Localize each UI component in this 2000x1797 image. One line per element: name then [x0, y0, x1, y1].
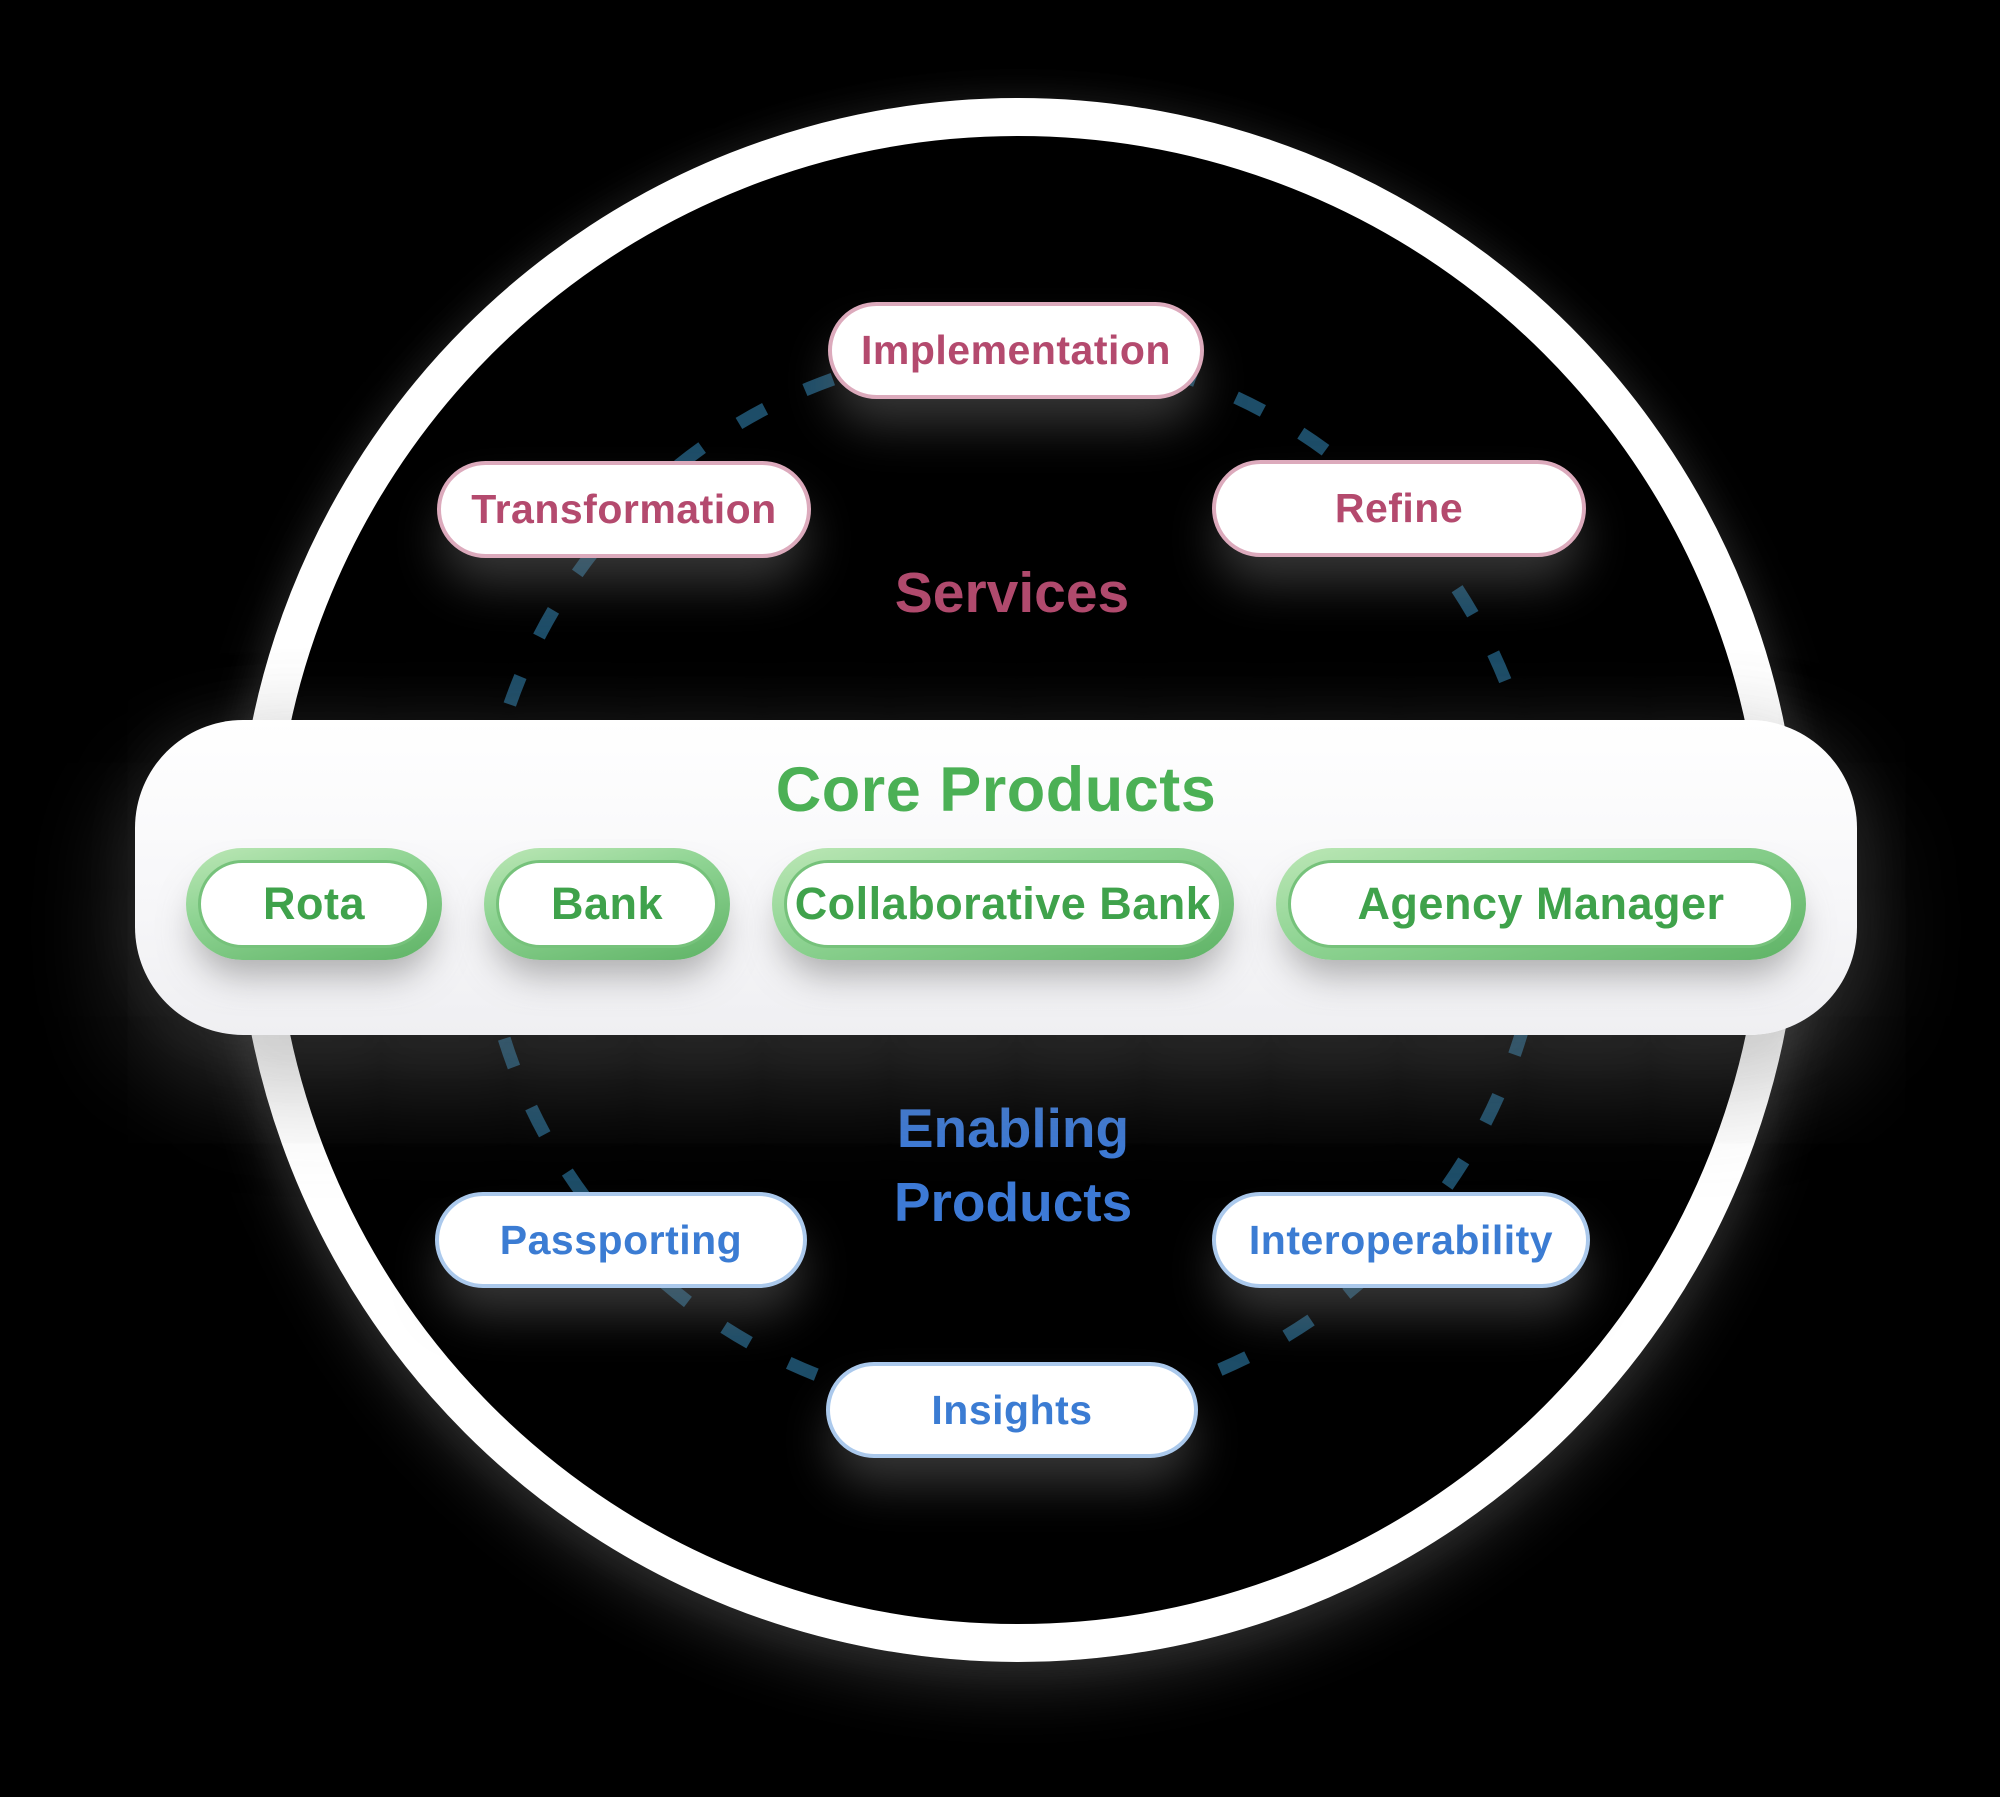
core-pill-rota: Rota [186, 848, 442, 960]
service-pill-refine: Refine [1212, 460, 1586, 557]
service-pill-implementation: Implementation [828, 302, 1204, 399]
pill-label: Agency Manager [1357, 878, 1725, 929]
core-products-title: Core Products [775, 755, 1217, 825]
enabling-pill-insights: Insights [826, 1362, 1198, 1458]
enabling-pill-passporting: Passporting [435, 1192, 807, 1288]
service-pill-transformation: Transformation [437, 461, 811, 558]
pill-label: Collaborative Bank [794, 878, 1212, 929]
services-label: Services [894, 561, 1130, 625]
enabling-pill-interoperability: Interoperability [1212, 1192, 1590, 1288]
pill-label: Insights [931, 1386, 1093, 1433]
pill-label: Passporting [499, 1216, 743, 1263]
pill-label: Refine [1334, 485, 1464, 531]
enabling-products-label: Enabling Products [893, 1097, 1133, 1233]
core-pill-bank: Bank [484, 848, 730, 960]
pill-label: Implementation [861, 327, 1171, 373]
pill-label: Transformation [471, 486, 777, 532]
core-products-pill-row: Rota Bank Collaborative Bank Agency Mana… [186, 848, 1806, 960]
core-pill-collaborative-bank: Collaborative Bank [772, 848, 1234, 960]
pill-label: Rota [263, 878, 365, 929]
pill-label: Bank [550, 878, 664, 929]
pill-label: Interoperability [1248, 1216, 1554, 1263]
core-products-panel: Core Products Rota Bank Collaborative Ba… [135, 720, 1857, 1035]
core-pill-agency-manager: Agency Manager [1276, 848, 1806, 960]
